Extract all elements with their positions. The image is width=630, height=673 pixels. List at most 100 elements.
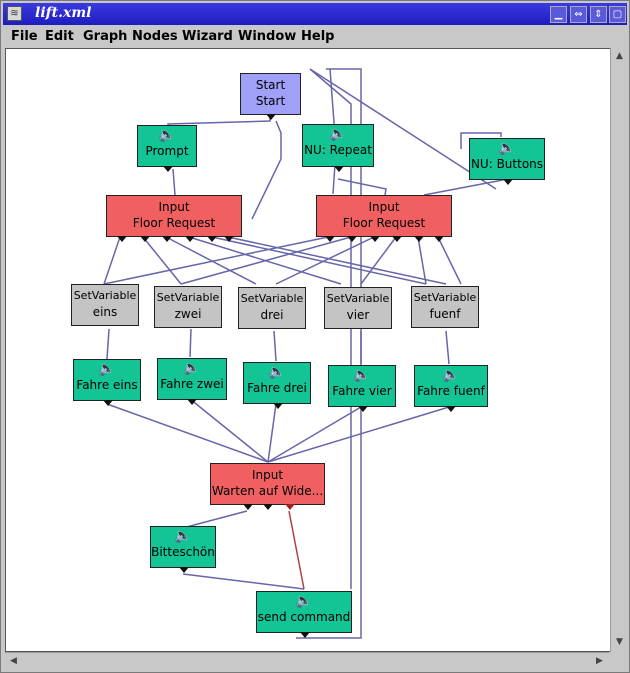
node-label: eins <box>92 305 118 319</box>
speaker-icon: 🔈 <box>498 140 516 156</box>
maximize-icon[interactable]: ⇕ <box>590 6 607 23</box>
menu-wizard[interactable]: Wizard <box>182 29 233 44</box>
minimize-icon[interactable]: ▁ <box>550 6 567 23</box>
output-port[interactable] <box>117 236 127 242</box>
node-type: SetVariable <box>240 292 304 305</box>
node-label: Bitteschön <box>151 545 215 559</box>
node-label: Fahre fuenf <box>417 384 485 398</box>
graph-canvas[interactable]: Start Start 🔈 Prompt 🔈 NU: Repeat 🔈 NU: … <box>5 48 611 652</box>
output-port[interactable] <box>263 504 273 510</box>
menu-bar: File Edit Graph Nodes Wizard Window Help <box>3 26 627 48</box>
output-port[interactable] <box>163 166 173 172</box>
output-port[interactable] <box>414 236 424 242</box>
output-port[interactable] <box>503 179 513 185</box>
speaker-icon: 🔈 <box>174 528 192 544</box>
node-fahre-zwei[interactable]: 🔈 Fahre zwei <box>157 358 227 405</box>
graph-edges <box>103 68 509 639</box>
output-port[interactable] <box>103 400 113 406</box>
output-port[interactable] <box>434 236 444 242</box>
node-nu-repeat[interactable]: 🔈 NU: Repeat <box>302 124 374 172</box>
node-nu-buttons[interactable]: 🔈 NU: Buttons <box>469 138 545 185</box>
menu-help[interactable]: Help <box>301 29 335 44</box>
output-port[interactable] <box>187 399 197 405</box>
scroll-up-icon[interactable]: ▲ <box>616 51 623 61</box>
speaker-icon: 🔈 <box>98 361 116 377</box>
node-input-floor-request-2[interactable]: Input Floor Request <box>316 195 452 242</box>
output-port[interactable] <box>334 166 344 172</box>
output-port[interactable] <box>207 236 217 242</box>
node-type: SetVariable <box>326 292 390 305</box>
node-start[interactable]: Start Start <box>240 73 301 120</box>
scroll-corner <box>610 652 627 669</box>
horizontal-scrollbar[interactable]: ◀ ▶ <box>5 652 609 670</box>
menu-graph[interactable]: Graph <box>83 29 128 44</box>
output-port[interactable] <box>162 236 172 242</box>
node-label: fuenf <box>429 307 461 321</box>
node-type: SetVariable <box>413 291 477 304</box>
output-port[interactable] <box>446 406 456 412</box>
menu-file[interactable]: File <box>11 29 38 44</box>
output-port[interactable] <box>179 567 189 573</box>
node-type: SetVariable <box>156 291 220 304</box>
window-title: lift.xml <box>35 5 92 21</box>
node-setvariable-fuenf[interactable]: SetVariable fuenf <box>411 286 479 328</box>
output-port[interactable] <box>266 114 276 120</box>
node-label: Fahre vier <box>332 384 392 398</box>
node-setvariable-zwei[interactable]: SetVariable zwei <box>154 286 222 328</box>
node-bitteschoen[interactable]: 🔈 Bitteschön <box>150 526 216 573</box>
node-start-type: Start <box>255 78 286 92</box>
scroll-right-icon[interactable]: ▶ <box>596 656 603 666</box>
node-label: drei <box>260 308 284 322</box>
node-send-command[interactable]: 🔈 send command <box>256 591 352 638</box>
node-label: Fahre eins <box>76 378 138 392</box>
output-port[interactable] <box>392 236 402 242</box>
output-port[interactable] <box>185 236 195 242</box>
node-prompt[interactable]: 🔈 Prompt <box>137 125 197 172</box>
node-setvariable-eins[interactable]: SetVariable eins <box>71 284 139 326</box>
output-port[interactable] <box>370 236 380 242</box>
node-start-label: Start <box>255 94 286 108</box>
output-port[interactable] <box>358 406 368 412</box>
output-port[interactable] <box>300 632 310 638</box>
output-port[interactable] <box>285 504 295 510</box>
node-setvariable-drei[interactable]: SetVariable drei <box>238 287 306 329</box>
app-icon[interactable]: ≋ <box>7 6 22 21</box>
node-input-warten[interactable]: Input Warten auf Wide... <box>210 463 325 510</box>
node-type: SetVariable <box>73 289 137 302</box>
node-input-label: Floor Request <box>132 216 216 230</box>
vertical-scrollbar[interactable]: ▲ ▼ <box>610 48 628 652</box>
output-port[interactable] <box>243 504 253 510</box>
speaker-icon: 🔈 <box>158 127 176 143</box>
menu-window[interactable]: Window <box>238 29 297 44</box>
node-fahre-eins[interactable]: 🔈 Fahre eins <box>73 359 141 406</box>
speaker-icon: 🔈 <box>353 367 371 383</box>
node-fahre-vier[interactable]: 🔈 Fahre vier <box>328 365 396 412</box>
node-label: Fahre drei <box>247 381 307 395</box>
output-port[interactable] <box>273 403 283 409</box>
speaker-icon: 🔈 <box>268 364 286 380</box>
title-bar: ≋ lift.xml ▁ ⇔ ⇕ ▢ <box>3 3 627 25</box>
scroll-left-icon[interactable]: ◀ <box>10 656 17 666</box>
close-icon[interactable]: ▢ <box>609 6 626 23</box>
output-port[interactable] <box>140 236 150 242</box>
node-input-label: Warten auf Wide... <box>211 484 324 498</box>
node-label: Fahre zwei <box>160 377 224 391</box>
speaker-icon: 🔈 <box>442 367 460 383</box>
menu-nodes[interactable]: Nodes <box>132 29 178 44</box>
node-fahre-drei[interactable]: 🔈 Fahre drei <box>243 362 311 409</box>
restore-icon[interactable]: ⇔ <box>570 6 587 23</box>
menu-edit[interactable]: Edit <box>45 29 74 44</box>
node-input-label: Floor Request <box>342 216 426 230</box>
output-port[interactable] <box>347 236 357 242</box>
output-port[interactable] <box>224 236 234 242</box>
node-prompt-label: Prompt <box>145 144 189 158</box>
scroll-down-icon[interactable]: ▼ <box>616 637 623 647</box>
speaker-icon: 🔈 <box>183 360 201 376</box>
node-input-floor-request-1[interactable]: Input Floor Request <box>106 195 242 242</box>
node-fahre-fuenf[interactable]: 🔈 Fahre fuenf <box>414 365 488 412</box>
node-nu-buttons-label: NU: Buttons <box>470 157 544 171</box>
output-port[interactable] <box>325 236 335 242</box>
node-setvariable-vier[interactable]: SetVariable vier <box>324 287 392 329</box>
speaker-icon: 🔈 <box>329 126 347 142</box>
